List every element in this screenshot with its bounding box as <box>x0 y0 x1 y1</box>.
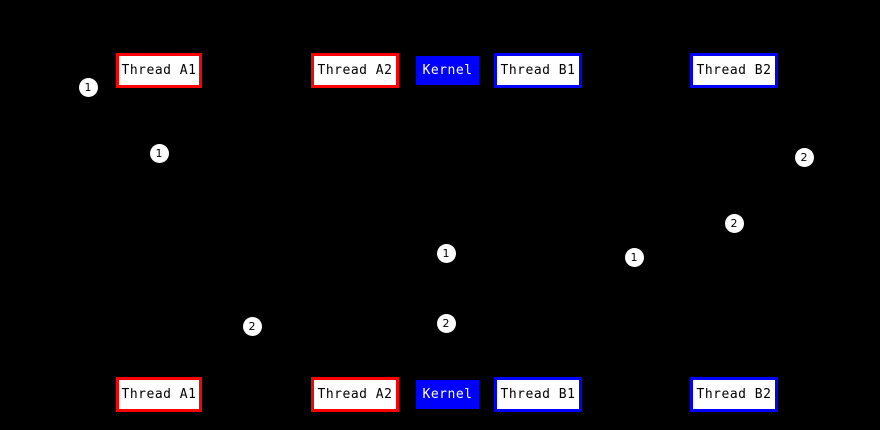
participant-label: Thread B2 <box>696 387 772 402</box>
lifeline-thread-b1-tick-top <box>535 88 542 91</box>
step-badge-number: 2 <box>248 319 256 333</box>
participant-thread-b2-end: Thread B2 <box>690 377 778 412</box>
step-badge-1: 1 <box>78 77 98 97</box>
participant-kernel: Kernel <box>416 56 479 85</box>
lifeline-thread-a1-tick-bottom <box>156 374 163 377</box>
step-badge-2: 2 <box>436 313 456 333</box>
participant-thread-b1: Thread B1 <box>494 53 582 88</box>
lifeline-thread-a2 <box>355 88 356 377</box>
lifeline-thread-b1 <box>538 88 539 377</box>
participant-kernel-end: Kernel <box>416 380 479 409</box>
participant-label: Thread B2 <box>696 63 772 78</box>
step-badge-1: 1 <box>624 247 644 267</box>
step-badge-1: 1 <box>149 143 169 163</box>
participant-thread-a2-end: Thread A2 <box>311 377 399 412</box>
lifeline-thread-a2-tick-top <box>352 88 359 91</box>
participant-thread-b1-end: Thread B1 <box>494 377 582 412</box>
step-badge-number: 2 <box>442 316 450 330</box>
step-badge-number: 2 <box>730 216 738 230</box>
step-badge-2: 2 <box>724 213 744 233</box>
participant-label: Kernel <box>422 387 473 402</box>
step-badge-2: 2 <box>242 316 262 336</box>
participant-thread-a2: Thread A2 <box>311 53 399 88</box>
lifeline-thread-a1-tick-top <box>156 88 163 91</box>
participant-thread-a1: Thread A1 <box>116 53 202 88</box>
participant-label: Kernel <box>422 63 473 78</box>
lifeline-thread-b1-tick-bottom <box>535 374 542 377</box>
step-badge-number: 1 <box>442 246 450 260</box>
step-badge-number: 1 <box>84 80 92 94</box>
step-badge-number: 2 <box>800 150 808 164</box>
participant-thread-b2: Thread B2 <box>690 53 778 88</box>
lifeline-thread-b2-tick-top <box>731 88 738 91</box>
lifeline-kernel-tick-top <box>444 85 451 88</box>
participant-label: Thread A2 <box>317 387 393 402</box>
participant-label: Thread B1 <box>500 387 576 402</box>
lifeline-thread-b2-tick-bottom <box>731 374 738 377</box>
step-badge-number: 1 <box>630 250 638 264</box>
lifeline-thread-a1 <box>159 88 160 377</box>
step-badge-number: 1 <box>155 146 163 160</box>
participant-label: Thread A1 <box>121 387 197 402</box>
participant-label: Thread A2 <box>317 63 393 78</box>
participant-thread-a1-end: Thread A1 <box>116 377 202 412</box>
participant-label: Thread B1 <box>500 63 576 78</box>
lifeline-thread-b2 <box>734 88 735 377</box>
step-badge-1: 1 <box>436 243 456 263</box>
participant-label: Thread A1 <box>121 63 197 78</box>
lifeline-kernel <box>447 85 448 380</box>
lifeline-kernel-tick-bottom <box>444 377 451 380</box>
step-badge-2: 2 <box>794 147 814 167</box>
lifeline-thread-a2-tick-bottom <box>352 374 359 377</box>
